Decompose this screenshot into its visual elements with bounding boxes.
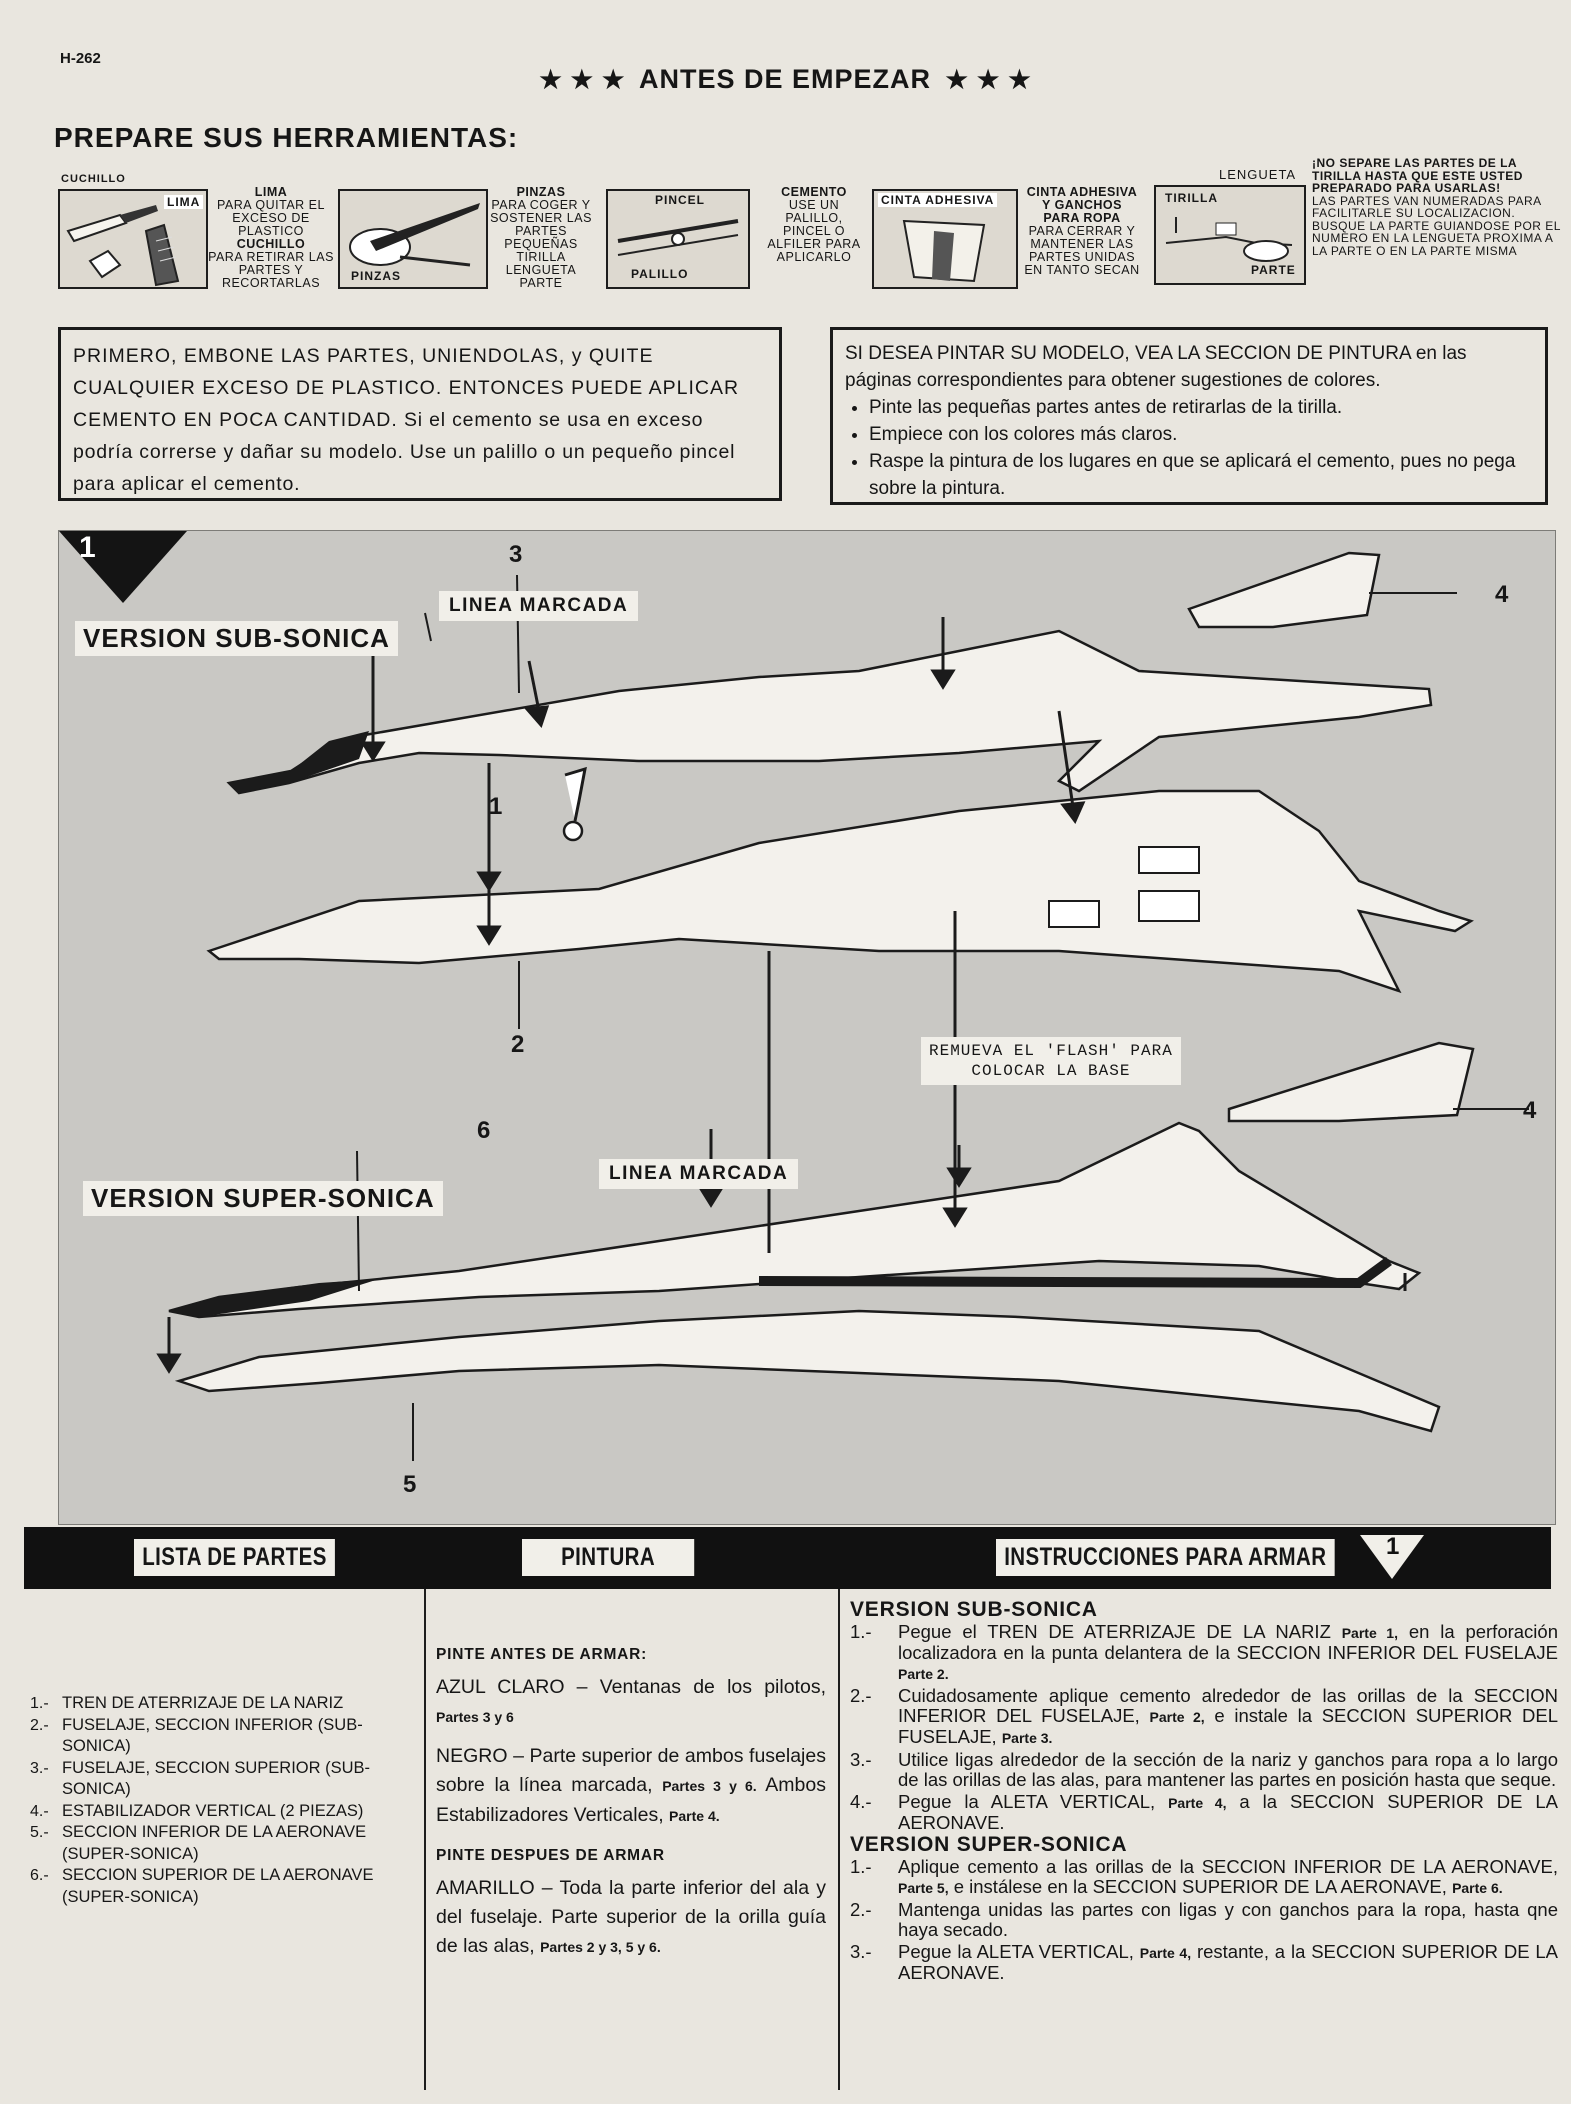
- part-6-upper-section: [168, 1121, 1422, 1319]
- paint-item: AZUL CLARO – Ventanas de los pilotos, Pa…: [436, 1676, 826, 1725]
- step-number: 1: [1386, 1533, 1400, 1560]
- tool-tweezers-label: PINZAS: [351, 269, 402, 283]
- instruction-step: 1.-Pegue el TREN DE ATERRIZAJE DE LA NAR…: [850, 1621, 1558, 1683]
- tool-brush-label: PINCEL: [652, 193, 709, 207]
- section-header-bar: LISTA DE PARTES PINTURA INSTRUCCIONES PA…: [24, 1527, 1551, 1589]
- supersonic-heading: VERSION SUPER-SONICA: [850, 1833, 1128, 1856]
- tool-tweezers-box: PINZAS: [338, 189, 488, 289]
- page-title: ★ ★ ★ ANTES DE EMPEZAR ★ ★ ★: [0, 64, 1571, 95]
- tool-tape-box: CINTA ADHESIVA: [872, 189, 1018, 289]
- tweezers-icon: [349, 203, 480, 267]
- star-icon: ★ ★ ★: [539, 66, 626, 94]
- part-4-fin-sub: [1187, 551, 1381, 629]
- instruction-step: 2.-Mantenga unidas las partes con ligas …: [850, 1899, 1558, 1940]
- tools-note: ¡NO SEPARE LAS PARTES DE LA TIRILLA HAST…: [1312, 156, 1561, 258]
- parts-strip-icon: [1165, 217, 1293, 262]
- painting-header: PINTURA: [522, 1539, 695, 1576]
- list-item: Empiece con los colores más claros.: [869, 421, 1533, 448]
- subsonic-heading: VERSION SUB-SONICA: [850, 1598, 1098, 1621]
- tool-tape-description: CINTA ADHESIVA Y GANCHOS PARA ROPA PARA …: [1024, 185, 1140, 277]
- assembly-diagram: 1 VERSION SUB-SONICA VERSION SUPER-SONIC…: [58, 530, 1556, 1525]
- instruction-step: 3.-Pegue la ALETA VERTICAL, Parte 4, res…: [850, 1941, 1559, 1983]
- tool-strip-label: TIRILLA: [1162, 191, 1221, 205]
- callout-part-6: 6: [477, 1117, 491, 1144]
- list-item: 6.-SECCION SUPERIOR DE LA AERONAVE (SUPE…: [30, 1866, 374, 1906]
- callout-part-4: 4: [1495, 581, 1509, 608]
- tool-file-description: LIMA PARA QUITAR EL EXCESO DE PLASTICO C…: [208, 185, 334, 290]
- paint-before-heading: PINTE ANTES DE ARMAR:: [436, 1646, 648, 1663]
- part-5-lower-section: [174, 1309, 1441, 1433]
- part-4-fin-super: [1227, 1041, 1475, 1123]
- callout-part-3: 3: [509, 541, 523, 568]
- instruction-step: 4.-Pegue la ALETA VERTICAL, Parte 4, a l…: [850, 1791, 1559, 1833]
- paint-after-heading: PINTE DESPUES DE ARMAR: [436, 1847, 665, 1864]
- tool-file-label: LIMA: [164, 195, 204, 209]
- version-subsonic-label: VERSION SUB-SONICA: [75, 621, 398, 656]
- tool-knife-label: CUCHILLO: [61, 173, 126, 185]
- list-item: 4.-ESTABILIZADOR VERTICAL (2 PIEZAS): [30, 1801, 364, 1820]
- parts-list: 1.-TREN DE ATERRIZAJE DE LA NARIZ 2.-FUS…: [30, 1693, 430, 1908]
- document-code: H-262: [60, 50, 101, 67]
- tool-toothpick-label: PALILLO: [628, 267, 692, 281]
- marked-line-label: LINEA MARCADA: [599, 1159, 799, 1189]
- instruction-step: 2.-Cuidadosamente aplique cemento alrede…: [850, 1685, 1559, 1747]
- assembly-instructions: VERSION SUB-SONICA 1.-Pegue el TREN DE A…: [850, 1598, 1559, 1985]
- callout-part-2: 2: [511, 1031, 525, 1058]
- list-item: 1.-TREN DE ATERRIZAJE DE LA NARIZ: [30, 1694, 344, 1712]
- list-item: 3.-FUSELAJE, SECCION SUPERIOR (SUB-SONIC…: [30, 1758, 371, 1799]
- list-item: Pinte las pequeñas partes antes de retir…: [869, 394, 1533, 421]
- callout-part-1: 1: [489, 793, 503, 820]
- tool-strip-box: TIRILLA PARTE: [1154, 185, 1306, 285]
- assembly-instructions-header: INSTRUCCIONES PARA ARMAR: [996, 1539, 1335, 1576]
- painting-tips-list: Pinte las pequeñas partes antes de retir…: [845, 394, 1533, 502]
- part-1-nose-gear: [564, 766, 587, 822]
- page-title-text: ANTES DE EMPEZAR: [638, 64, 931, 94]
- painting-tips-box: SI DESEA PINTAR SU MODELO, VEA LA SECCIO…: [830, 327, 1548, 505]
- part-3-upper-fuselage: [226, 629, 1433, 795]
- remove-flash-note: REMUEVA EL 'FLASH' PARA COLOCAR LA BASE: [921, 1037, 1181, 1085]
- step-triangle-icon: [59, 531, 187, 603]
- tool-cement-box: PINCEL PALILLO: [606, 189, 750, 289]
- tape-icon: [902, 219, 986, 283]
- part-6-black-nose: [169, 1279, 379, 1317]
- cement-instructions-box: PRIMERO, EMBONE LAS PARTES, UNIENDOLAS, …: [58, 327, 782, 501]
- tool-tab-label: LENGUETA: [1219, 167, 1297, 182]
- list-item: 2.-FUSELAJE, SECCION INFERIOR (SUB-SONIC…: [30, 1715, 363, 1756]
- part-3-black-nose: [229, 731, 369, 793]
- cement-brush-icon: [617, 219, 739, 256]
- version-supersonic-label: VERSION SUPER-SONICA: [83, 1181, 443, 1216]
- list-item: Raspe la pintura de los lugares en que s…: [869, 448, 1533, 502]
- painting-column: PINTE ANTES DE ARMAR: AZUL CLARO – Venta…: [436, 1640, 826, 1972]
- step-triangle-icon: [1360, 1535, 1424, 1579]
- step-number: 1: [79, 531, 96, 564]
- parts-list-header: LISTA DE PARTES: [134, 1539, 335, 1576]
- column-divider: [838, 1589, 840, 2090]
- part-2-lower-fuselage: [206, 789, 1474, 994]
- aircraft-drawing: [156, 551, 1529, 1461]
- tool-tweezers-description: PINZAS PARA COGER Y SOSTENER LAS PARTES …: [490, 185, 592, 290]
- instruction-step: 3.-Utilice ligas alrededor de la sección…: [850, 1749, 1558, 1790]
- callout-part-4: 4: [1523, 1097, 1537, 1124]
- tool-cement-description: CEMENTO USE UN PALILLO, PINCEL O ALFILER…: [767, 185, 861, 264]
- tool-part-label: PARTE: [1248, 263, 1299, 277]
- tools-heading: PREPARE SUS HERRAMIENTAS:: [54, 122, 519, 153]
- callout-part-5: 5: [403, 1471, 417, 1498]
- paint-item: NEGRO – Parte superior de ambos fuselaje…: [436, 1745, 826, 1826]
- column-divider: [424, 1589, 426, 2090]
- star-icon: ★ ★ ★: [945, 66, 1032, 94]
- instruction-step: 1.-Aplique cemento a las orillas de la S…: [850, 1856, 1558, 1897]
- marked-line-label: LINEA MARCADA: [439, 591, 639, 621]
- paint-item: AMARILLO – Toda la parte inferior del al…: [436, 1877, 826, 1957]
- list-item: 5.-SECCION INFERIOR DE LA AERONAVE (SUPE…: [30, 1823, 367, 1863]
- knife-file-icon: [66, 205, 180, 287]
- tool-knife-file-box: LIMA: [58, 189, 208, 289]
- tool-tape-label: CINTA ADHESIVA: [878, 193, 998, 207]
